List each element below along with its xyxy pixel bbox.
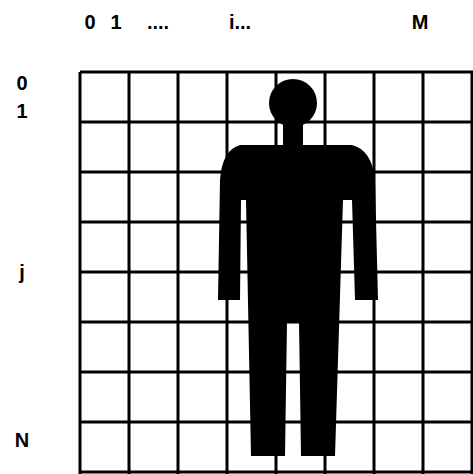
grid-line [80, 121, 473, 124]
grid-line [80, 421, 473, 424]
grid-line [80, 171, 473, 174]
grid-line [80, 71, 473, 74]
column-ellipsis: .... [147, 12, 169, 32]
column-index: 1 [110, 12, 121, 32]
row-index: 1 [16, 101, 27, 121]
grid-line [80, 471, 473, 474]
grid-line [80, 271, 473, 274]
row-index: j [19, 262, 25, 282]
column-index: 0 [84, 12, 95, 32]
column-index: i... [229, 12, 251, 32]
grid-line [80, 221, 473, 224]
body [218, 145, 378, 456]
column-index: M [412, 12, 429, 32]
human-silhouette [218, 79, 378, 456]
row-index: N [15, 430, 29, 450]
row-index: 0 [16, 73, 27, 93]
grid-line [80, 371, 473, 374]
grid-lines [80, 72, 473, 474]
grid-line [80, 321, 473, 324]
